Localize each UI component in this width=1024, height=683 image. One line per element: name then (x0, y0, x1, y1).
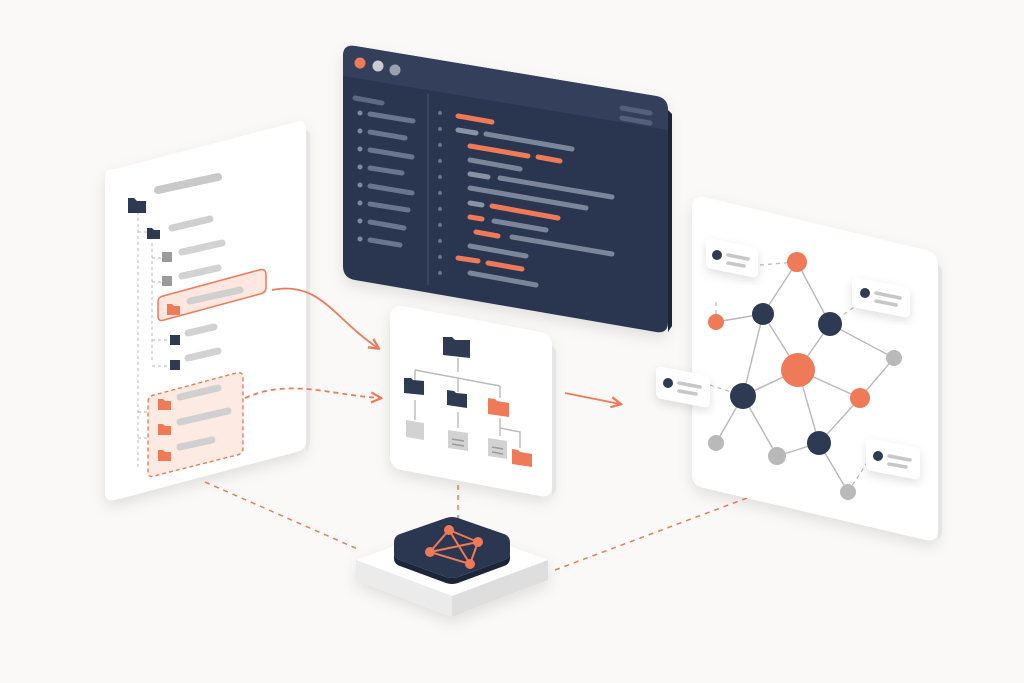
file-icon (162, 276, 172, 286)
minimize-dot[interactable] (372, 60, 384, 72)
folder-icon (147, 228, 160, 239)
tree-item-file-4[interactable] (170, 347, 222, 370)
tree-item-file-1[interactable] (162, 239, 226, 262)
arrow-tree-to-structure (271, 287, 378, 348)
folder-icon (443, 337, 470, 358)
graph-nodes (708, 252, 902, 500)
tree-item-folder-a[interactable] (147, 215, 214, 239)
hub-connectors (204, 475, 756, 571)
editor-sidebar (352, 95, 416, 248)
maximize-dot[interactable] (389, 64, 401, 76)
graph-label-card-3[interactable] (656, 366, 710, 408)
folder-icon (158, 450, 171, 461)
close-dot[interactable] (354, 57, 366, 69)
file-icon (406, 420, 424, 440)
graph-node[interactable] (787, 252, 807, 272)
tree-group-selected[interactable] (147, 371, 244, 478)
file-icon (162, 252, 172, 262)
tree-item-root[interactable] (128, 173, 222, 213)
code-editor-window (343, 45, 672, 333)
structure-edges (414, 358, 521, 448)
structure-file-3 (488, 438, 507, 459)
graph-node[interactable] (768, 447, 786, 465)
folder-icon (512, 449, 532, 467)
window-controls (354, 57, 401, 76)
graph-node[interactable] (840, 484, 856, 500)
folder-icon (128, 198, 146, 213)
structure-file-2 (448, 430, 468, 451)
folder-icon (404, 378, 424, 395)
folder-icon (488, 398, 509, 417)
code-lines (455, 113, 615, 288)
file-tree-panel (105, 121, 310, 501)
folder-icon (167, 304, 180, 315)
folder-icon (158, 424, 171, 435)
tree-item-selected[interactable] (157, 268, 267, 322)
hub-tile[interactable] (356, 517, 548, 617)
sidebar-file-list (357, 110, 416, 248)
graph-node[interactable] (818, 312, 842, 336)
folder-icon (447, 390, 467, 408)
graph-node[interactable] (752, 303, 774, 325)
structure-file-1 (406, 420, 424, 440)
connector-graph-to-hub (554, 494, 756, 571)
line-gutter (438, 111, 442, 275)
graph-node[interactable] (708, 314, 724, 330)
file-icon (170, 360, 180, 370)
file-icon (170, 335, 180, 345)
graph-label-card-4[interactable] (866, 438, 920, 480)
folder-icon (158, 399, 171, 410)
graph-node[interactable] (807, 431, 831, 455)
tree-item-file-2[interactable] (162, 264, 222, 286)
folder-structure-card (390, 306, 556, 497)
graph-node[interactable] (708, 435, 724, 451)
connector-tree-to-hub (204, 481, 361, 551)
graph-node[interactable] (730, 383, 756, 409)
titlebar-control (619, 105, 653, 116)
graph-node-central[interactable] (781, 353, 815, 387)
tree-item-file-3[interactable] (170, 323, 218, 345)
graph-node[interactable] (886, 350, 902, 366)
arrow-structure-to-graph (564, 392, 620, 404)
graph-node[interactable] (850, 388, 870, 408)
dashed-arrow-group-to-structure (244, 387, 380, 398)
knowledge-graph-panel (656, 196, 942, 541)
tree-rails (137, 212, 168, 470)
graph-label-card-1[interactable] (706, 238, 758, 278)
graph-label-card-2[interactable] (852, 277, 910, 318)
